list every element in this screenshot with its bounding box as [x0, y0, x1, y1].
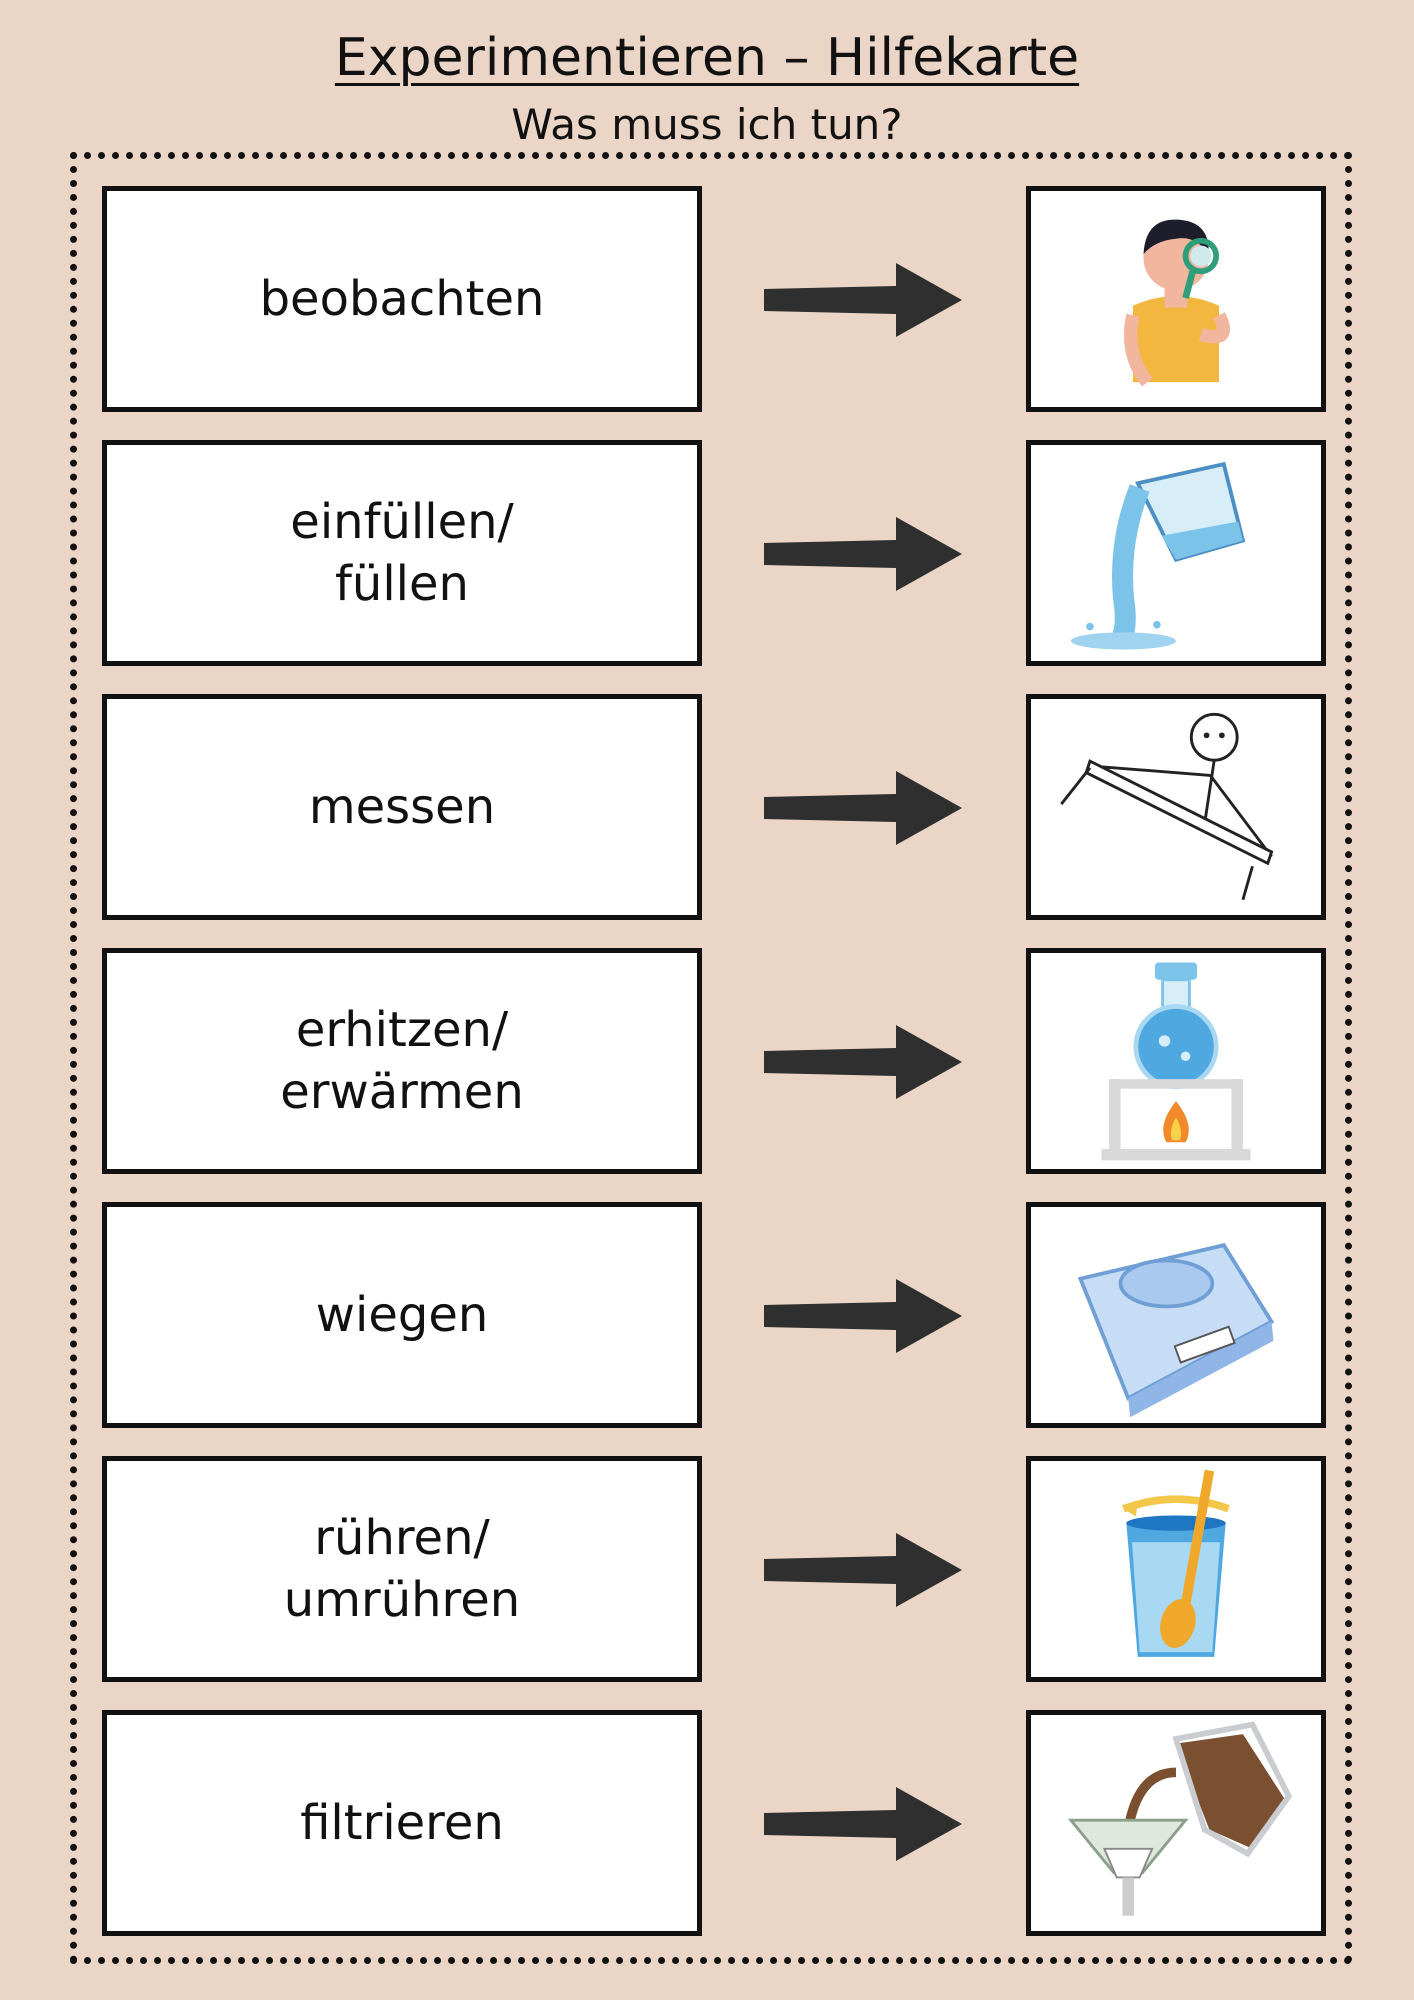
stirring-glass-icon — [1122, 1469, 1230, 1657]
pouring-water-icon — [1070, 461, 1246, 650]
picture-card — [1026, 1202, 1326, 1428]
word-label: wiegen — [315, 1286, 489, 1343]
picture-card — [1026, 186, 1326, 412]
scale-icon — [1077, 1243, 1275, 1418]
word-card: wiegen — [102, 1202, 702, 1428]
word-card: rühren/ umrühren — [102, 1456, 702, 1682]
word-label: füllen — [335, 556, 469, 612]
arrow-right-icon — [764, 1025, 962, 1099]
magnifier-child-icon — [1124, 219, 1230, 387]
page-title: Experimentieren – Hilfekarte — [334, 28, 1080, 88]
word-label: erwärmen — [280, 1064, 524, 1120]
picture-card — [1026, 1710, 1326, 1936]
word-label: einfüllen/ — [290, 493, 514, 550]
word-label: erhitzen/ — [295, 1001, 509, 1058]
card-row: beobachten — [102, 186, 1326, 412]
word-card: messen — [102, 694, 702, 920]
card-row: einfüllen/ füllen — [102, 440, 1326, 666]
card-row: wiegen — [102, 1202, 1326, 1428]
word-label: umrühren — [283, 1572, 521, 1628]
dotted-frame — [70, 152, 1352, 1964]
word-label: filtrieren — [300, 1794, 504, 1851]
arrow-right-icon — [764, 1787, 962, 1861]
arrow-right-icon — [764, 517, 962, 591]
arrow-right-icon — [764, 1533, 962, 1607]
word-card: filtrieren — [102, 1710, 702, 1936]
word-card: einfüllen/ füllen — [102, 440, 702, 666]
arrow-right-icon — [764, 771, 962, 845]
word-card: erhitzen/ erwärmen — [102, 948, 702, 1174]
card-row: messen — [102, 694, 1326, 920]
page-subtitle: Was muss ich tun? — [511, 100, 903, 149]
word-card: beobachten — [102, 186, 702, 412]
word-label: beobachten — [259, 270, 545, 327]
word-label: rühren/ — [314, 1509, 490, 1566]
picture-card — [1026, 694, 1326, 920]
card-row: erhitzen/ erwärmen — [102, 948, 1326, 1174]
card-row: filtrieren — [102, 1710, 1326, 1936]
picture-card — [1026, 440, 1326, 666]
arrow-right-icon — [764, 263, 962, 337]
picture-card — [1026, 948, 1326, 1174]
card-row: rühren/ umrühren — [102, 1456, 1326, 1682]
word-label: messen — [308, 778, 496, 835]
picture-card — [1026, 1456, 1326, 1682]
arrow-right-icon — [764, 1279, 962, 1353]
measuring-tape-icon — [1060, 712, 1274, 901]
filter-funnel-icon — [1067, 1721, 1293, 1916]
flask-burner-icon — [1101, 962, 1251, 1161]
